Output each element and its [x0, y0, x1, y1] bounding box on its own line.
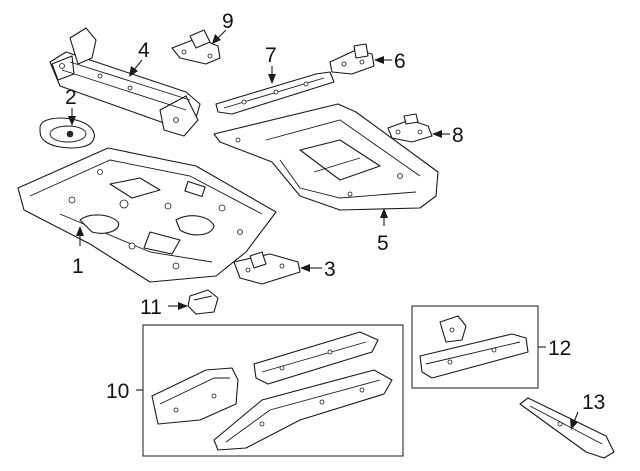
part-12-extension[interactable] [419, 333, 529, 379]
part-10-upper-reinforcement[interactable] [253, 331, 379, 385]
part-2-cap[interactable] [39, 117, 95, 149]
callout-13: 13 [582, 391, 605, 414]
group-box-10 [142, 324, 404, 457]
part-6-bracket[interactable] [329, 43, 375, 75]
part-11-clip[interactable] [187, 289, 219, 315]
group-box-12 [411, 305, 539, 389]
part-8-bracket[interactable] [387, 113, 433, 143]
part-13-extension[interactable] [519, 397, 615, 459]
callout-2: 2 [65, 86, 77, 109]
callout-8: 8 [452, 124, 464, 147]
part-5-rear-floor-pan[interactable] [213, 103, 439, 211]
part-10-left-member[interactable] [151, 367, 239, 425]
callout-6: 6 [394, 50, 406, 73]
part-3-bracket[interactable] [233, 251, 301, 285]
callout-3: 3 [324, 258, 336, 281]
part-9-bracket[interactable] [171, 29, 221, 65]
part-1-floor-pan[interactable] [17, 147, 277, 283]
part-7-rail[interactable] [215, 71, 335, 115]
callout-1: 1 [72, 255, 84, 278]
callout-11: 11 [140, 296, 162, 319]
callout-5: 5 [377, 232, 389, 255]
leaders [68, 29, 579, 430]
callout-7: 7 [265, 44, 277, 67]
callout-4: 4 [138, 39, 150, 62]
callout-labels: 1 2 3 4 5 6 7 8 9 10 11 12 13 [65, 10, 605, 414]
callout-10: 10 [106, 380, 129, 403]
part-4-crossmember[interactable] [49, 27, 201, 137]
callout-12: 12 [548, 337, 571, 360]
part-10-lower-member[interactable] [213, 369, 393, 451]
callout-9: 9 [222, 10, 234, 33]
